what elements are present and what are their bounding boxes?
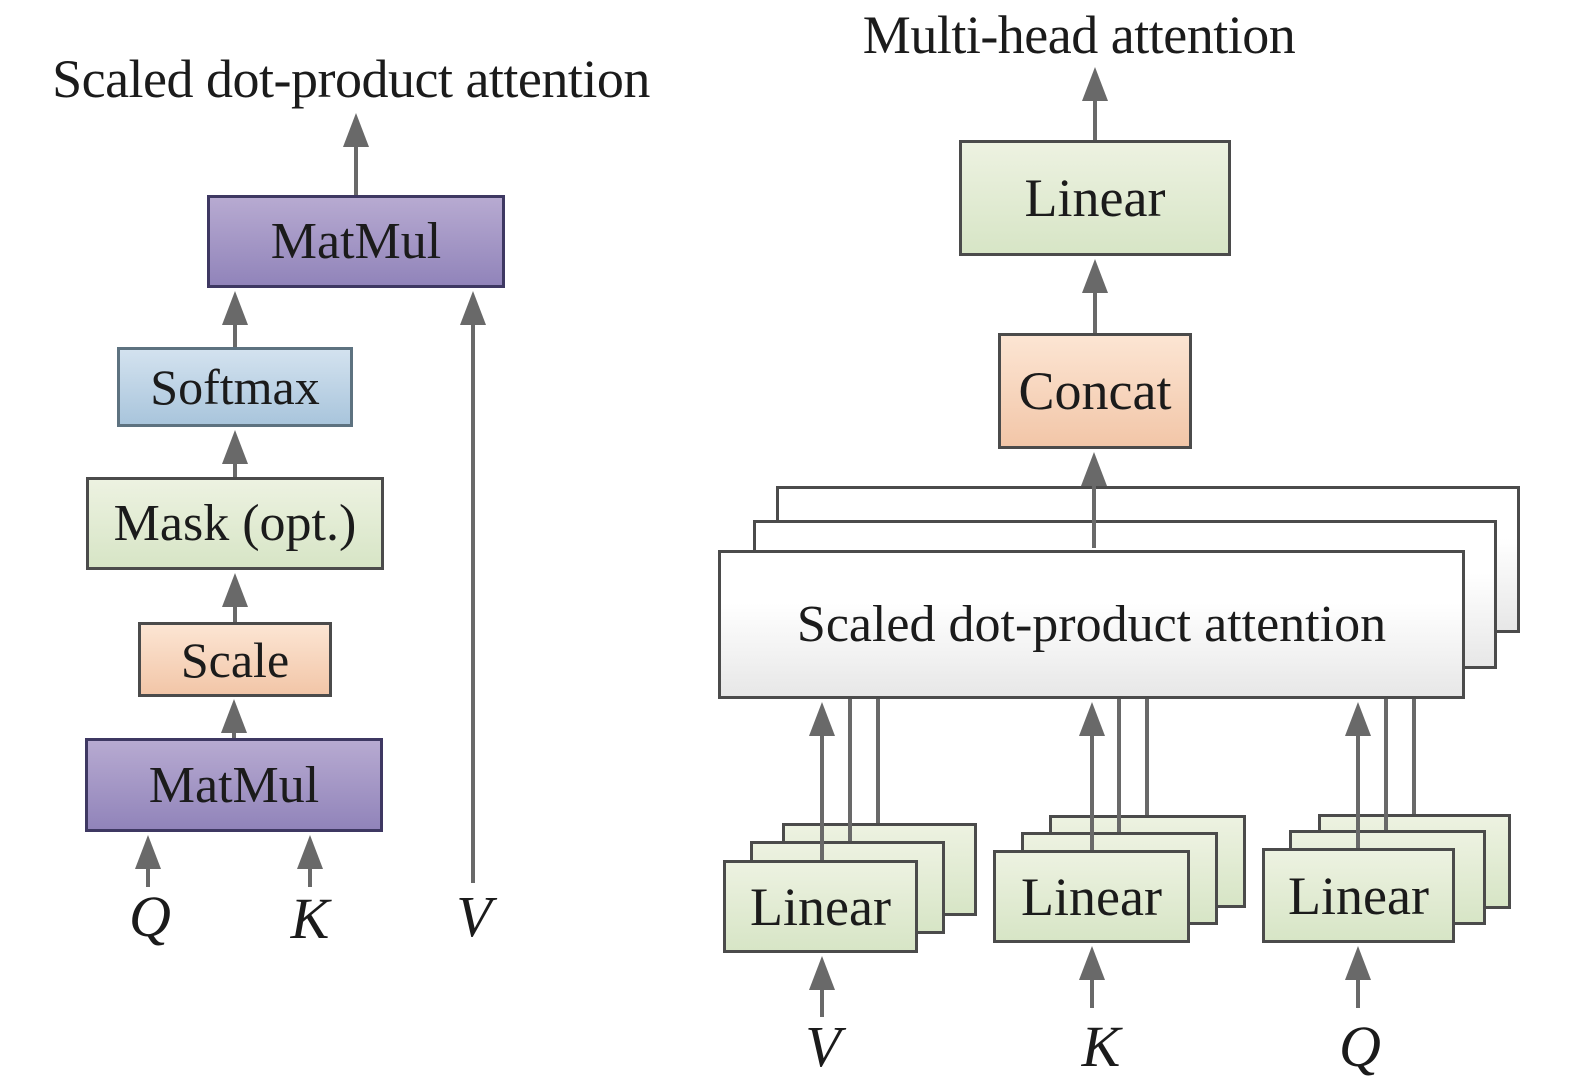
arrow-output-right <box>1082 67 1108 140</box>
k-input-label: K <box>290 886 330 951</box>
arrow-softmax-to-matmul <box>222 291 248 347</box>
v-input-label: V <box>456 884 492 949</box>
arrow-v-head-input <box>809 956 835 1017</box>
arrow-mask-to-softmax <box>222 430 248 477</box>
matmul-top-label: MatMul <box>270 213 442 270</box>
linear-output-box: Linear <box>959 140 1231 256</box>
matmul-bottom-box: MatMul <box>85 738 383 832</box>
arrow-v-input <box>460 291 486 883</box>
mask-box: Mask (opt.) <box>86 477 384 570</box>
linear-q-label: Linear <box>1288 865 1429 926</box>
attention-stack-label: Scaled dot-product attention <box>796 596 1387 653</box>
scale-box: Scale <box>138 622 332 697</box>
matmul-bottom-label: MatMul <box>148 756 320 814</box>
linear-output-label: Linear <box>1024 168 1166 228</box>
linear-v-label: Linear <box>750 876 891 937</box>
arrow-concat-to-linear <box>1082 259 1108 333</box>
matmul-top-box: MatMul <box>207 195 505 288</box>
arrow-scale-to-mask <box>222 573 248 622</box>
left-panel-title: Scaled dot-product attention <box>52 49 650 109</box>
scale-label: Scale <box>180 631 290 688</box>
q-input-label: Q <box>129 884 171 949</box>
attention-stack-front-box: Scaled dot-product attention <box>718 550 1465 699</box>
linear-q-front-box: Linear <box>1262 848 1455 943</box>
k-head-input-label: K <box>1081 1014 1121 1079</box>
linear-k-label: Linear <box>1021 866 1162 927</box>
arrow-k-head-input <box>1079 946 1105 1008</box>
arrow-k-input <box>297 835 323 887</box>
softmax-box: Softmax <box>117 347 353 427</box>
arrow-q-head-input <box>1345 946 1371 1008</box>
softmax-label: Softmax <box>150 359 320 415</box>
q-head-input-label: Q <box>1339 1014 1381 1079</box>
concat-label: Concat <box>1018 361 1172 421</box>
right-panel-title: Multi-head attention <box>862 5 1296 65</box>
linear-v-front-box: Linear <box>723 860 918 953</box>
mask-label: Mask (opt.) <box>113 495 357 552</box>
v-head-input-label: V <box>805 1014 841 1079</box>
concat-box: Concat <box>998 333 1192 449</box>
arrow-output-left <box>343 113 369 195</box>
arrow-q-input <box>135 835 161 887</box>
linear-k-front-box: Linear <box>993 850 1190 943</box>
arrow-matmul-to-scale <box>221 699 247 738</box>
